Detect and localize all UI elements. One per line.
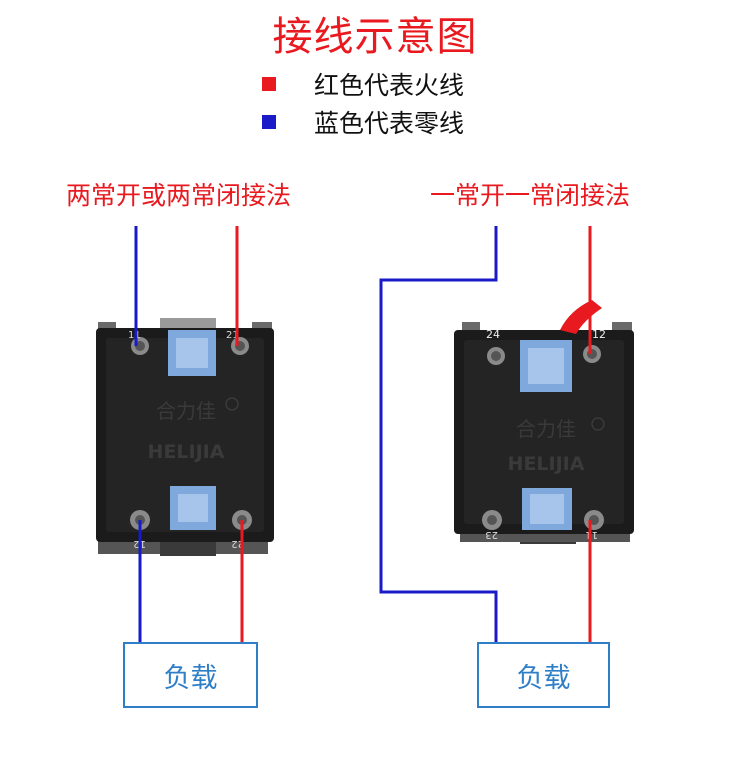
left-brand-en: HELIJIA	[148, 441, 225, 463]
right-load-label: 负载	[516, 662, 571, 694]
red-square-icon	[262, 77, 276, 91]
left-load-box: 负载	[123, 642, 258, 708]
left-diagram-caption: 两常开或两常闭接法	[66, 181, 292, 210]
left-load-label: 负载	[163, 662, 218, 694]
right-brand-en: HELIJIA	[508, 453, 585, 475]
page-title: 接线示意图	[272, 14, 478, 60]
right-terminal-11: 11	[585, 529, 598, 540]
right-switch-module: 24 12 23 11 合力佳 HELIJIA	[454, 300, 634, 544]
left-terminal-11: 11	[128, 330, 141, 341]
left-brand-cn: 合力佳	[156, 399, 216, 423]
legend-neutral-label: 蓝色代表零线	[314, 109, 465, 138]
right-terminal-12: 12	[592, 328, 606, 341]
left-switch-module: 11 21 12 22 合力佳 HELIJIA	[96, 318, 274, 556]
left-terminal-21: 21	[226, 330, 239, 341]
right-terminal-24: 24	[486, 328, 500, 341]
blue-square-icon	[262, 115, 276, 129]
legend-live: 红色代表火线	[262, 66, 464, 102]
legend-live-label: 红色代表火线	[314, 71, 465, 100]
legend-neutral: 蓝色代表零线	[262, 104, 464, 140]
right-neutral-wire	[379, 226, 498, 642]
right-brand-cn: 合力佳	[516, 417, 576, 441]
right-terminal-23: 23	[485, 529, 498, 540]
right-diagram-caption: 一常开一常闭接法	[430, 181, 631, 210]
left-terminal-22: 22	[231, 538, 244, 549]
right-load-box: 负载	[477, 642, 610, 708]
